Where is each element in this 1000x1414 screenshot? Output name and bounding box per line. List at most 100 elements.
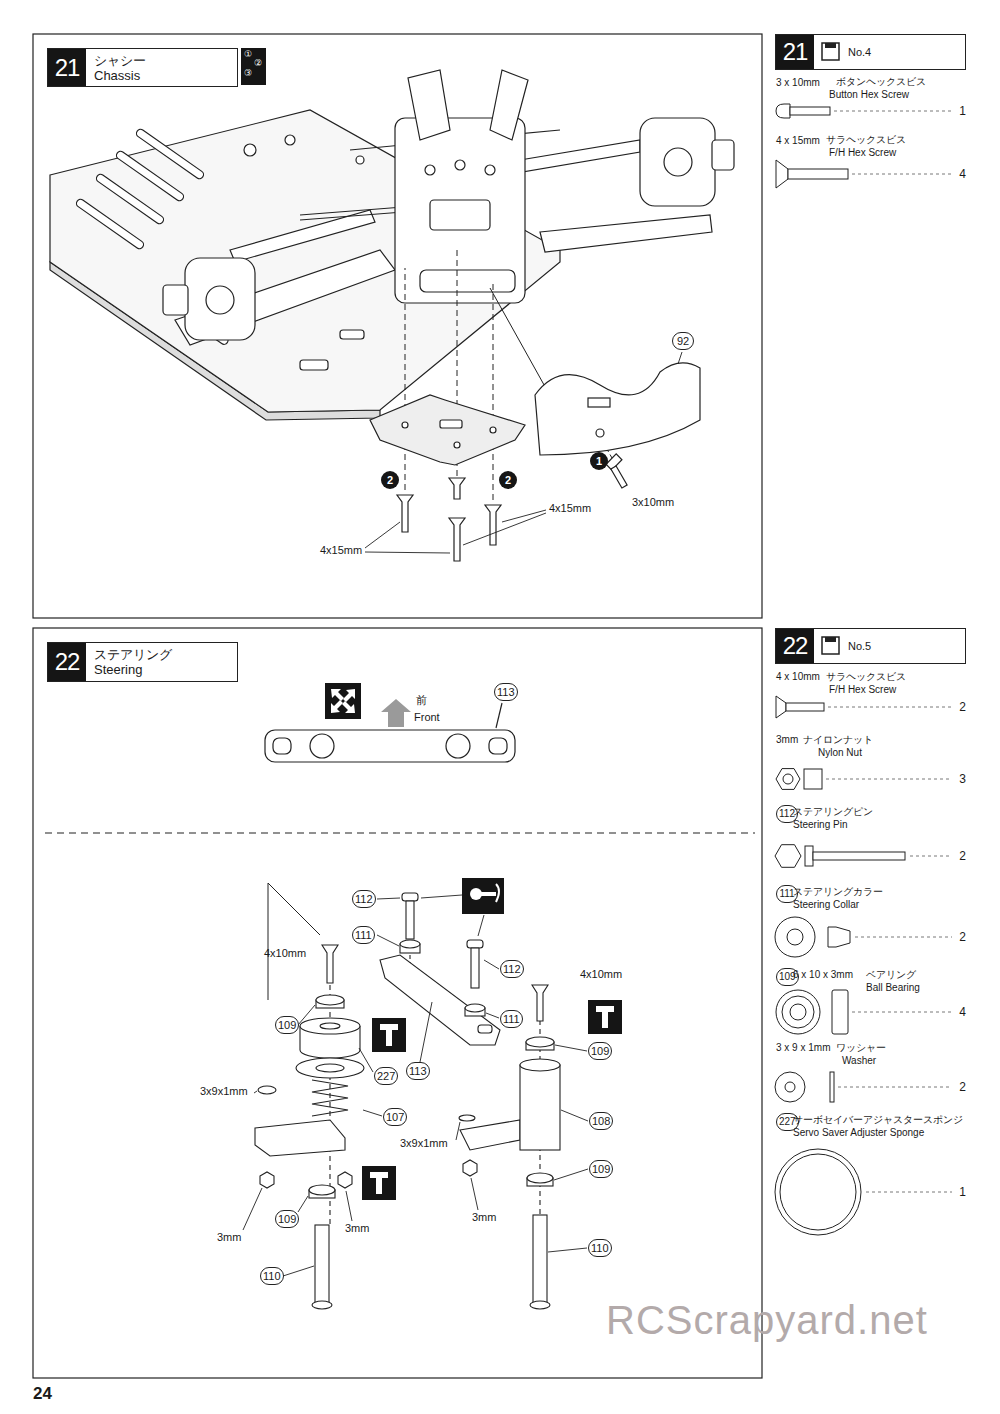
leader-line-shape: [484, 960, 499, 969]
parts-icon-shape: [813, 852, 905, 860]
parts-icon-shape: [790, 107, 830, 115]
orientation-icon-shape: [331, 689, 355, 713]
leader-line-shape: [478, 915, 484, 936]
guide-line: [405, 250, 612, 500]
steering-parts-shape: [255, 1120, 345, 1156]
quantity: 4: [959, 167, 966, 181]
suspension-shape: [520, 140, 640, 172]
step-frame-shape: [33, 34, 762, 618]
part-label: 4x15mm: [320, 544, 362, 557]
parts-icon-shape: [785, 1082, 795, 1092]
suspension-shape: [230, 210, 375, 262]
page-number: 24: [33, 1384, 52, 1404]
dashed-leader-shape: [855, 937, 952, 938]
steering-parts-shape: [460, 1120, 520, 1150]
cover-part-shape: [535, 363, 700, 455]
chassis-plate-shape-shape: [356, 156, 364, 164]
leader-line-shape: [298, 1196, 308, 1212]
steering-parts-shape: [300, 1018, 360, 1034]
tool-icon-shape: [480, 892, 496, 896]
skid-plate-shape: [440, 420, 462, 428]
steering-parts-shape: [402, 893, 418, 901]
guide-line-shape: [490, 288, 548, 392]
leader-line-shape: [283, 1266, 314, 1276]
bag-icon: [820, 40, 842, 62]
part-label: 4x10mm: [264, 947, 306, 960]
lock-icon-shape-shape: [602, 1012, 608, 1028]
parts-icon-shape: [776, 990, 820, 1034]
chassis-plate-shape-shape: [300, 360, 328, 370]
parts-icon-shape: [776, 769, 800, 790]
dashed-leader-shape: [910, 856, 952, 857]
leader-line: [365, 352, 682, 553]
part-label: ワッシャー: [836, 1042, 886, 1054]
part-label: Button Hex Screw: [829, 89, 909, 101]
part-label: F/H Hex Screw: [829, 684, 896, 696]
part-label: 3 x 10mm: [776, 77, 820, 89]
lock-icon-shape-shape: [380, 1024, 398, 1030]
steering-parts-shape: [526, 1037, 554, 1047]
part-label: Steering Collar: [793, 899, 859, 911]
callout-number: 109: [275, 1210, 299, 1228]
bulkhead-shape: [455, 160, 465, 170]
leader-line-shape: [421, 895, 462, 898]
front-arrow-shape: [381, 699, 411, 727]
leader-line-shape: [456, 1122, 460, 1140]
leader-line-shape: [298, 1005, 315, 1025]
parts-icon-shape: [828, 927, 850, 947]
leader-line-shape: [346, 1191, 352, 1221]
bulkhead-shape: [420, 270, 515, 292]
leader-line-shape: [243, 1188, 262, 1230]
steering-parts-shape: [316, 1064, 344, 1072]
suspension-shape: [175, 250, 395, 345]
suspension: [163, 118, 734, 345]
parts-icon-shape: [787, 929, 803, 945]
part-label: 3 x 9 x 1mm: [776, 1042, 830, 1054]
screw-shape: [449, 478, 465, 499]
callout-number: 111: [352, 926, 375, 944]
parts-bag-header: 22No.5: [775, 628, 966, 664]
leader-line-shape: [561, 1110, 588, 1121]
leader-line-shape: [554, 1169, 588, 1180]
parts-icon-shape: [790, 1004, 806, 1020]
tool-icon-shape: [462, 878, 504, 914]
part-label: Steering Pin: [793, 819, 847, 831]
part-label: 前: [416, 694, 427, 707]
cover-part: [535, 363, 700, 455]
part-label: Nylon Nut: [818, 747, 862, 759]
part-label: 4x10mm: [580, 968, 622, 981]
steering-parts-shape: [463, 1160, 477, 1176]
parts-icon-shape: [776, 696, 786, 718]
cover-part-shape: [588, 398, 610, 407]
steering-parts-shape: [400, 940, 420, 948]
step-frame: [33, 34, 762, 1378]
part-label: 4 x 15mm: [776, 135, 820, 147]
lock-icon-shape: [588, 1000, 622, 1034]
parts-icon-shape: [830, 1072, 834, 1102]
dashed-leader-shape: [838, 1087, 952, 1088]
part-label: 3mm: [345, 1222, 369, 1235]
tool-icon-shape: [496, 884, 499, 902]
screw-shape: [397, 495, 413, 532]
part-label: サーボセイバーアジャスタースポンジ: [793, 1114, 963, 1126]
skid-plate-shape: [454, 442, 460, 448]
leader-line-shape: [363, 1110, 382, 1116]
bulkhead-shape: [490, 70, 528, 140]
screw-shape: [485, 505, 501, 545]
steering-parts-shape: [520, 1065, 560, 1150]
callout-number: 111: [500, 1010, 523, 1028]
leader-line-shape: [486, 1013, 499, 1018]
step-header: 21シャシー Chassis: [47, 48, 238, 87]
chassis-outline-shape: [268, 883, 320, 935]
screw: [397, 453, 627, 561]
orientation-icon-shape: [325, 683, 361, 719]
steering-parts-shape: [406, 901, 414, 939]
skid-plate: [370, 395, 525, 465]
chassis-plate-shape-shape: [135, 128, 205, 180]
leader-line-shape: [555, 1045, 587, 1051]
dashed-leader-shape: [828, 707, 952, 708]
lock-icon-shape: [372, 1018, 406, 1052]
parts-icon-shape: [776, 104, 790, 118]
quantity: 2: [959, 700, 966, 714]
dashed-leader-shape: [834, 111, 952, 112]
